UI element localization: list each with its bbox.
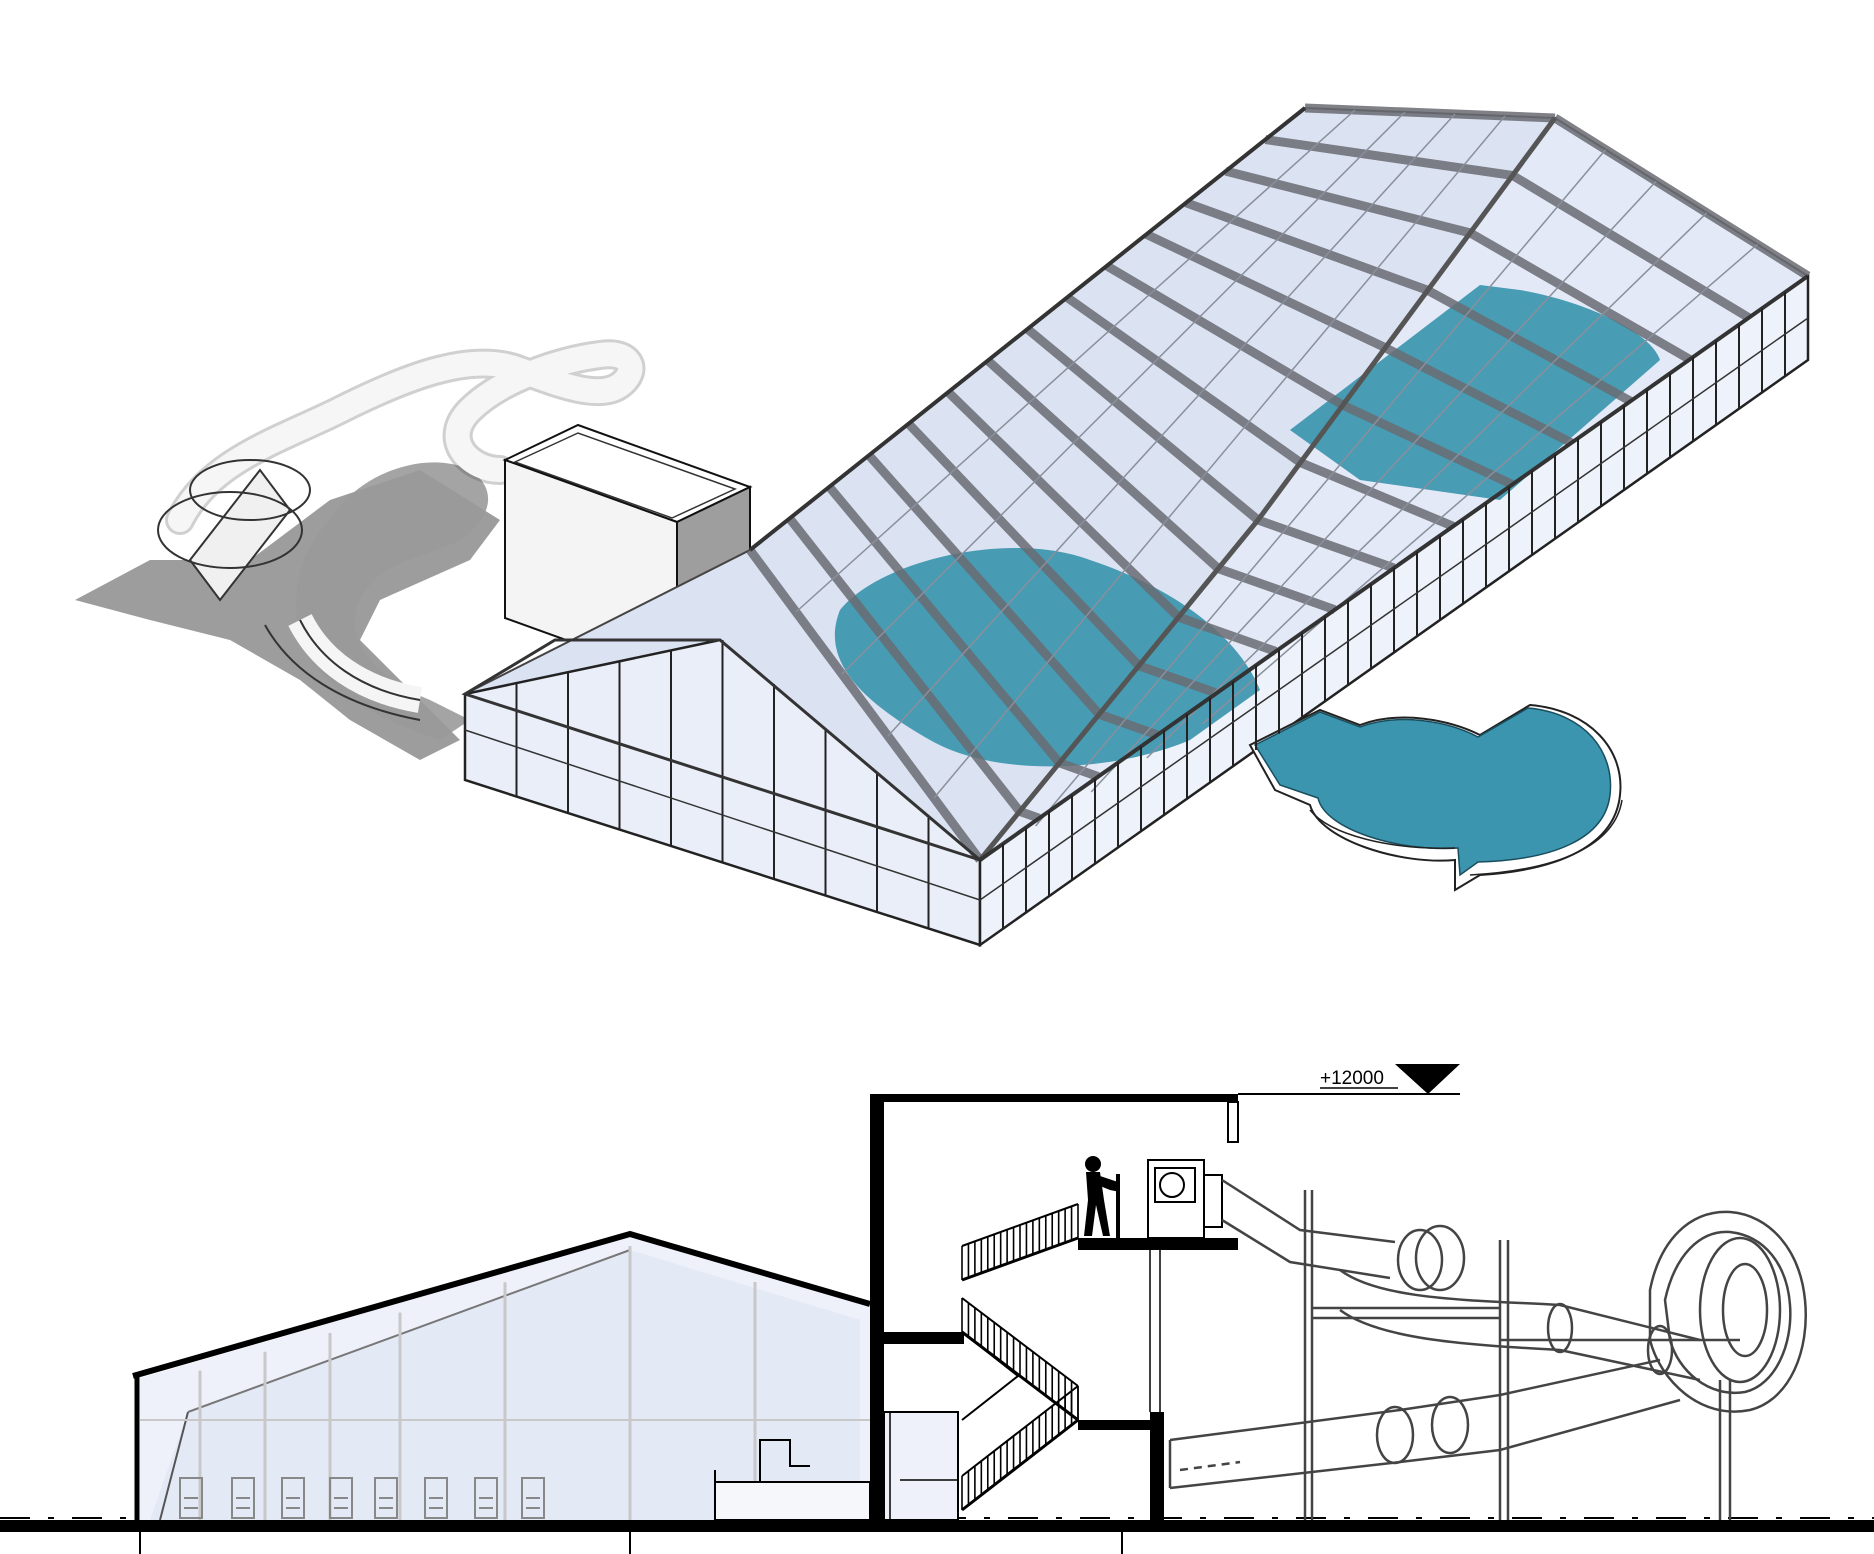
glazing-line — [1090, 180, 1657, 793]
lounger — [281, 1477, 305, 1519]
lounger-frame — [179, 1477, 203, 1519]
person-figure — [1084, 1156, 1120, 1238]
section-hall-inner-roof — [187, 1249, 631, 1413]
roof-beam — [1216, 564, 1337, 614]
lounger-frame — [329, 1477, 353, 1519]
level-triangle-icon — [1395, 1064, 1460, 1094]
roof-ridge-lower — [978, 518, 1260, 862]
lounger-frame — [521, 1477, 545, 1519]
section-tower — [870, 1094, 1239, 1521]
roof-beam — [1144, 230, 1388, 352]
roof-beam — [1018, 807, 1041, 823]
glazing-line — [795, 109, 1356, 613]
roof-beam — [1184, 198, 1430, 295]
lounger — [329, 1477, 353, 1519]
level-marker: +12000 — [1238, 1064, 1460, 1095]
outdoor-pool-edge — [1309, 799, 1623, 876]
glazing-grid — [795, 109, 1758, 827]
roof-beam — [1383, 343, 1574, 447]
roof-beam — [1064, 293, 1304, 467]
wall-transom — [979, 317, 1809, 901]
stairs — [961, 1203, 1079, 1512]
roof-beam — [1510, 171, 1752, 322]
roof-eave-left — [748, 106, 1307, 552]
roof-beam — [825, 483, 1063, 766]
axonometric-view — [75, 103, 1811, 948]
lounger — [231, 1477, 255, 1519]
roof-beam — [746, 547, 984, 863]
glass-hall-axo — [461, 103, 1811, 948]
loungers — [179, 1477, 545, 1519]
roof-beam — [1137, 661, 1219, 698]
roof-beam — [1224, 166, 1472, 238]
lounger-frame — [474, 1477, 498, 1519]
lounger-frame — [424, 1477, 448, 1519]
roof-beam — [1024, 325, 1261, 524]
roof-beam — [984, 357, 1222, 572]
wall-transom — [464, 729, 981, 901]
lounger-frame — [231, 1477, 255, 1519]
roof-beam — [1552, 114, 1811, 280]
lounger — [179, 1477, 203, 1519]
roof-beam — [1304, 103, 1556, 123]
pool-counter — [714, 1439, 871, 1521]
section-hall-inner-line — [159, 1411, 189, 1521]
outdoor-pool-water — [1253, 707, 1612, 877]
grid-axis-ticks — [139, 1532, 1123, 1554]
roof-beam — [905, 420, 1143, 669]
water-slide-axo — [157, 339, 646, 721]
roof-beam — [1340, 401, 1515, 489]
front-hall-roof — [461, 638, 981, 862]
lounger — [424, 1477, 448, 1519]
slide-start-cabinet — [1147, 1159, 1223, 1239]
lounger — [374, 1477, 398, 1519]
wall-mullions — [464, 276, 1809, 945]
section-mullions — [140, 1246, 870, 1520]
glazing-line — [1035, 149, 1607, 827]
water-slide-section — [1168, 1178, 1807, 1520]
roof-beam — [1177, 612, 1278, 656]
roof-beam — [1104, 261, 1346, 410]
roof-beam — [1264, 135, 1514, 180]
roof-ridge — [1255, 116, 1558, 522]
lounger — [521, 1477, 545, 1519]
roof-beam — [1057, 758, 1100, 781]
ground-line — [0, 1520, 1874, 1532]
section-hall-roof — [132, 1230, 871, 1379]
roof-beam — [1298, 458, 1455, 531]
roof-beam — [786, 515, 1024, 815]
lounger — [474, 1477, 498, 1519]
section-view: +12000 — [0, 1064, 1874, 1554]
roof-beam — [865, 452, 1103, 718]
roof-beam — [945, 388, 1182, 621]
glazing-line — [841, 111, 1406, 675]
roof-beam — [1256, 515, 1396, 573]
lounger-frame — [281, 1477, 305, 1519]
stair-landing — [961, 1331, 1020, 1421]
roof-beam — [1467, 228, 1692, 364]
level-marker-label: +12000 — [1320, 1068, 1384, 1089]
glazing-line — [933, 115, 1506, 799]
lounger-frame — [374, 1477, 398, 1519]
glazing-line — [1146, 212, 1708, 759]
glazing-line — [887, 113, 1456, 737]
glazing-line — [1201, 243, 1758, 725]
